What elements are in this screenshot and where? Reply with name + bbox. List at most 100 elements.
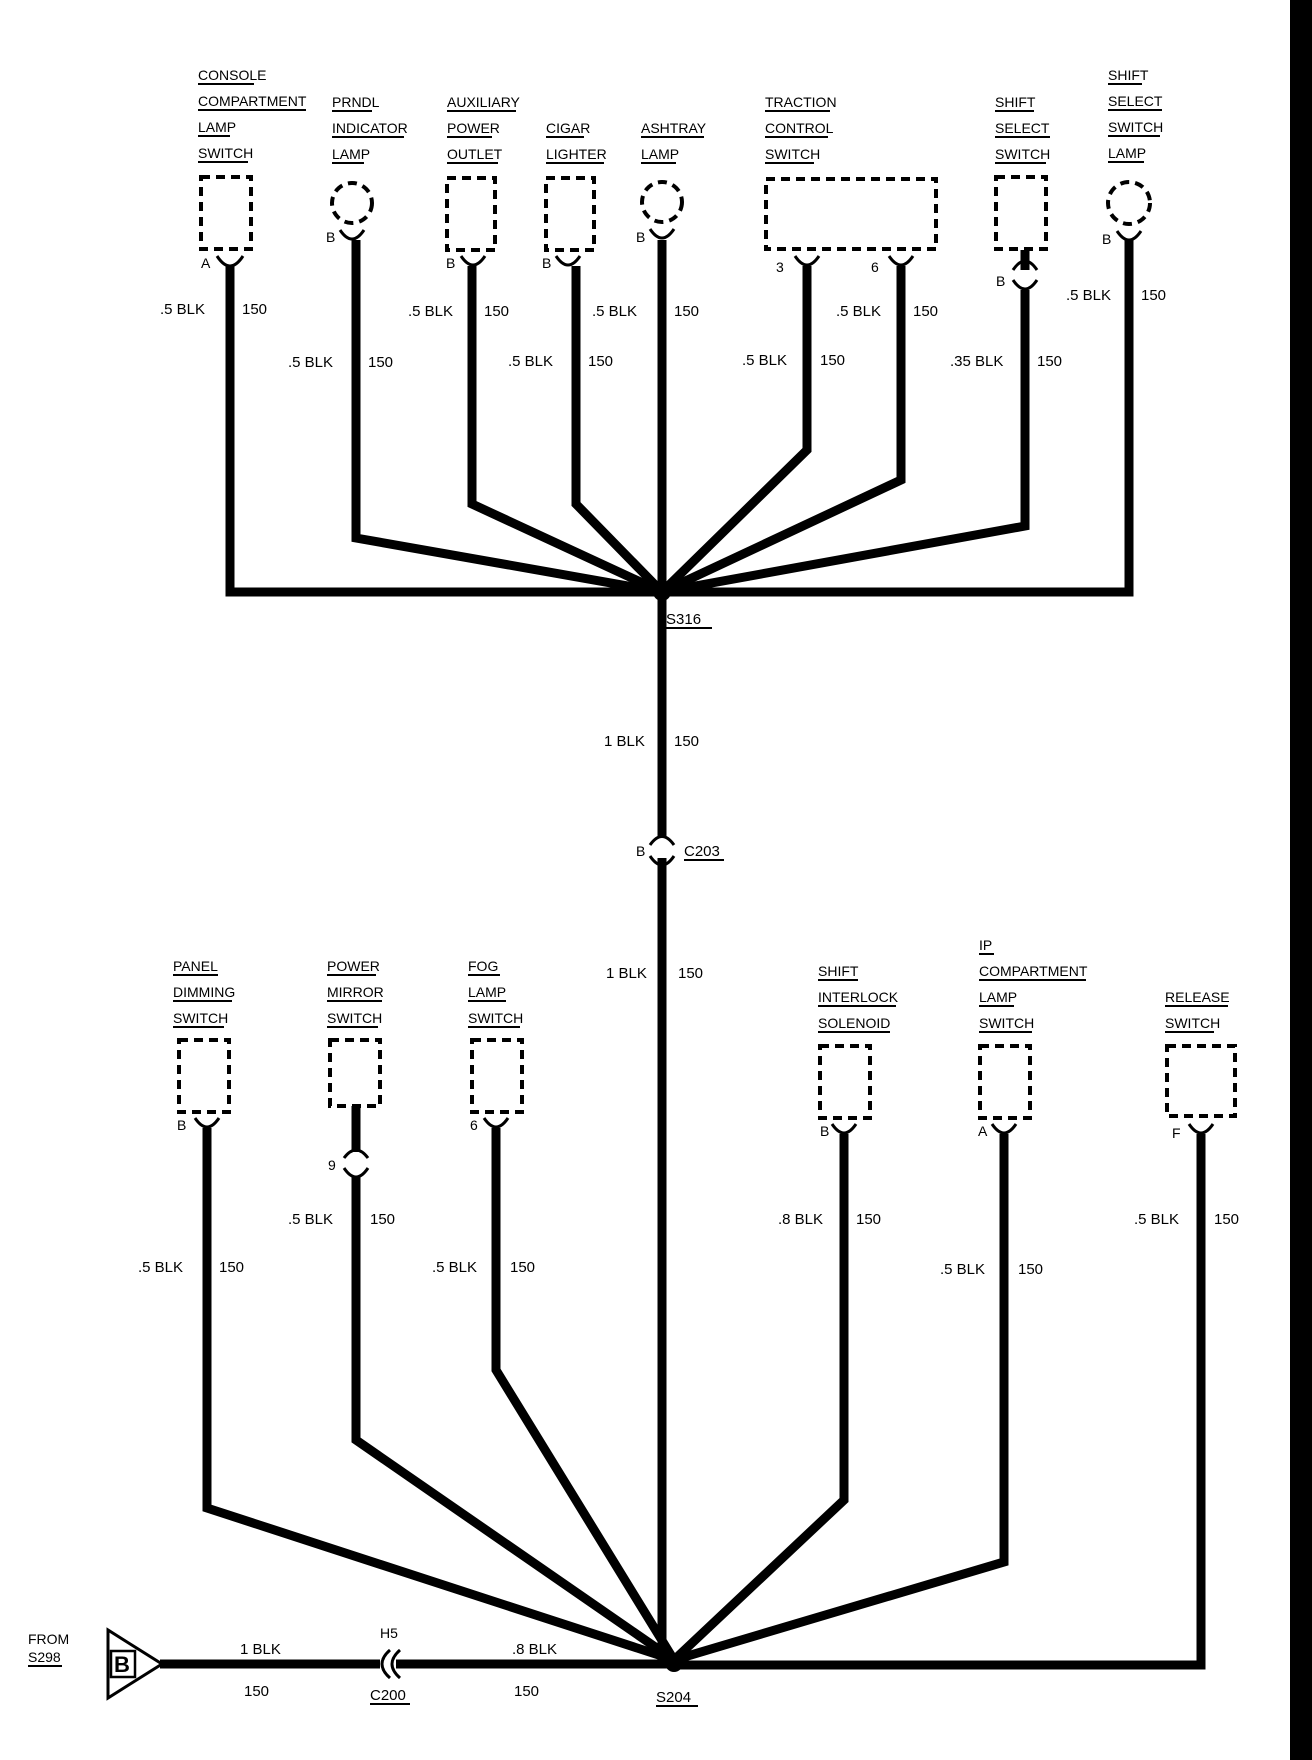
label-line: POWER xyxy=(327,958,380,974)
circuit-label: 150 xyxy=(678,965,703,982)
component-auxiliary-power-outlet: AUXILIARY POWER OUTLET B xyxy=(445,94,521,271)
label-line: LAMP xyxy=(198,119,236,135)
label-line: CONTROL xyxy=(765,120,834,136)
wire-size-label: .5 BLK xyxy=(1134,1211,1179,1228)
label-line: SWITCH xyxy=(1108,119,1163,135)
lamp-dashed-circle xyxy=(640,180,684,224)
lamp-dashed-circle xyxy=(1106,180,1152,226)
label-line: LAMP xyxy=(979,989,1017,1005)
reference-letter: B xyxy=(114,1652,130,1677)
terminal-icon xyxy=(215,255,245,268)
label-line: LAMP xyxy=(332,146,370,162)
page-border-bar xyxy=(1290,0,1312,1760)
label-line: IP xyxy=(979,937,992,953)
label-line: SWITCH xyxy=(979,1015,1034,1031)
bottom-wires xyxy=(202,1128,1206,1670)
wire-aux xyxy=(467,266,664,597)
circuit-label: 150 xyxy=(588,353,613,370)
bottom-feed: FROM S298 B 1 BLK 150 H5 C200 .8 BLK 150 xyxy=(28,1625,674,1705)
pin-label: F xyxy=(1172,1125,1181,1141)
lamp-dashed-circle xyxy=(330,181,374,225)
circuit-label: 150 xyxy=(242,301,267,318)
label-line: PRNDL xyxy=(332,94,380,110)
switch-dashed-box xyxy=(994,175,1048,251)
wire-size-label: 1 BLK xyxy=(606,965,647,982)
component-traction-control-switch: TRACTION CONTROL SWITCH 3 6 xyxy=(764,94,938,275)
wire-power-mirror xyxy=(351,1176,677,1664)
circuit-label: 150 xyxy=(484,303,509,320)
label-line: FOG xyxy=(468,958,498,974)
wire-size-label: .5 BLK xyxy=(508,353,553,370)
terminal-icon xyxy=(482,1117,510,1129)
circuit-label: 150 xyxy=(510,1259,535,1276)
component-shift-interlock-solenoid: SHIFT INTERLOCK SOLENOID B xyxy=(818,963,899,1139)
component-power-mirror-switch: POWER MIRROR SWITCH 9 xyxy=(327,958,384,1179)
wire-size-label: .5 BLK xyxy=(1066,287,1111,304)
wire-fog-lamp xyxy=(491,1128,678,1663)
component-release-switch: RELEASE SWITCH F xyxy=(1165,989,1237,1141)
wire-size-label: 1 BLK xyxy=(604,733,645,750)
terminal-icon xyxy=(990,1123,1018,1135)
label-line: POWER xyxy=(447,120,500,136)
label-line: SOLENOID xyxy=(818,1015,890,1031)
terminal-icon xyxy=(830,1123,858,1135)
pin-label: 9 xyxy=(328,1157,336,1173)
connector-c203: B C203 xyxy=(636,835,724,867)
male-terminal-icon xyxy=(342,1148,370,1159)
terminal-icon xyxy=(459,255,487,267)
wire-size-label: .5 BLK xyxy=(288,1211,333,1228)
switch-dashed-box xyxy=(470,1038,524,1114)
label-line: SELECT xyxy=(995,120,1050,136)
terminal-icon xyxy=(1115,230,1143,242)
label-line: SWITCH xyxy=(995,146,1050,162)
label-line: MIRROR xyxy=(327,984,384,1000)
reference-letter-box xyxy=(109,1649,137,1679)
pin-label: B xyxy=(446,255,455,271)
terminal-icon xyxy=(338,229,366,241)
wire-shift-select xyxy=(661,290,1030,597)
label-line: OUTLET xyxy=(447,146,503,162)
label-line: LAMP xyxy=(468,984,506,1000)
label-line: SWITCH xyxy=(1165,1015,1220,1031)
label-line: COMPARTMENT xyxy=(979,963,1088,979)
label-line: INTERLOCK xyxy=(818,989,899,1005)
pin-label: B xyxy=(636,229,645,245)
pin-label: 6 xyxy=(470,1117,478,1133)
label-line: TRACTION xyxy=(765,94,837,110)
label-line: INDICATOR xyxy=(332,120,408,136)
splice-label: S204 xyxy=(656,1689,691,1706)
wire-traction-3 xyxy=(658,266,812,596)
switch-dashed-box xyxy=(177,1038,231,1114)
label-line: LIGHTER xyxy=(546,146,607,162)
circuit-label: 150 xyxy=(1214,1211,1239,1228)
circuit-label: 150 xyxy=(514,1683,539,1700)
wire-size-label: .5 BLK xyxy=(742,352,787,369)
label-line: CIGAR xyxy=(546,120,590,136)
trunk: 1 BLK 150 1 BLK 150 xyxy=(604,592,703,1660)
wire-size-label: .8 BLK xyxy=(778,1211,823,1228)
label-line: SHIFT xyxy=(995,94,1036,110)
splice-label: S316 xyxy=(666,611,701,628)
wire-cigar xyxy=(571,266,666,596)
connector-label: C203 xyxy=(684,843,720,860)
female-terminal-icon xyxy=(380,1648,392,1680)
wire-size-label: .5 BLK xyxy=(592,303,637,320)
wire-console xyxy=(225,266,662,597)
wire-size-label: 1 BLK xyxy=(240,1641,281,1658)
splice-dot xyxy=(665,1654,683,1672)
circuit-label: 150 xyxy=(370,1211,395,1228)
pin-label: A xyxy=(978,1123,988,1139)
from-label: FROM xyxy=(28,1631,69,1647)
circuit-label: 150 xyxy=(1018,1261,1043,1278)
component-ashtray-lamp: ASHTRAY LAMP B xyxy=(636,120,707,245)
wire-size-label: .5 BLK xyxy=(432,1259,477,1276)
component-shift-select-switch: SHIFT SELECT SWITCH B xyxy=(994,94,1050,291)
component-console-compartment-lamp-switch: CONSOLE COMPARTMENT LAMP SWITCH A xyxy=(198,67,307,271)
wire-panel-dimming xyxy=(202,1128,676,1665)
wire-release xyxy=(674,1134,1206,1670)
switch-dashed-box xyxy=(199,175,253,251)
label-line: SHIFT xyxy=(818,963,859,979)
label-line: LAMP xyxy=(641,146,679,162)
label-line: AUXILIARY xyxy=(447,94,521,110)
